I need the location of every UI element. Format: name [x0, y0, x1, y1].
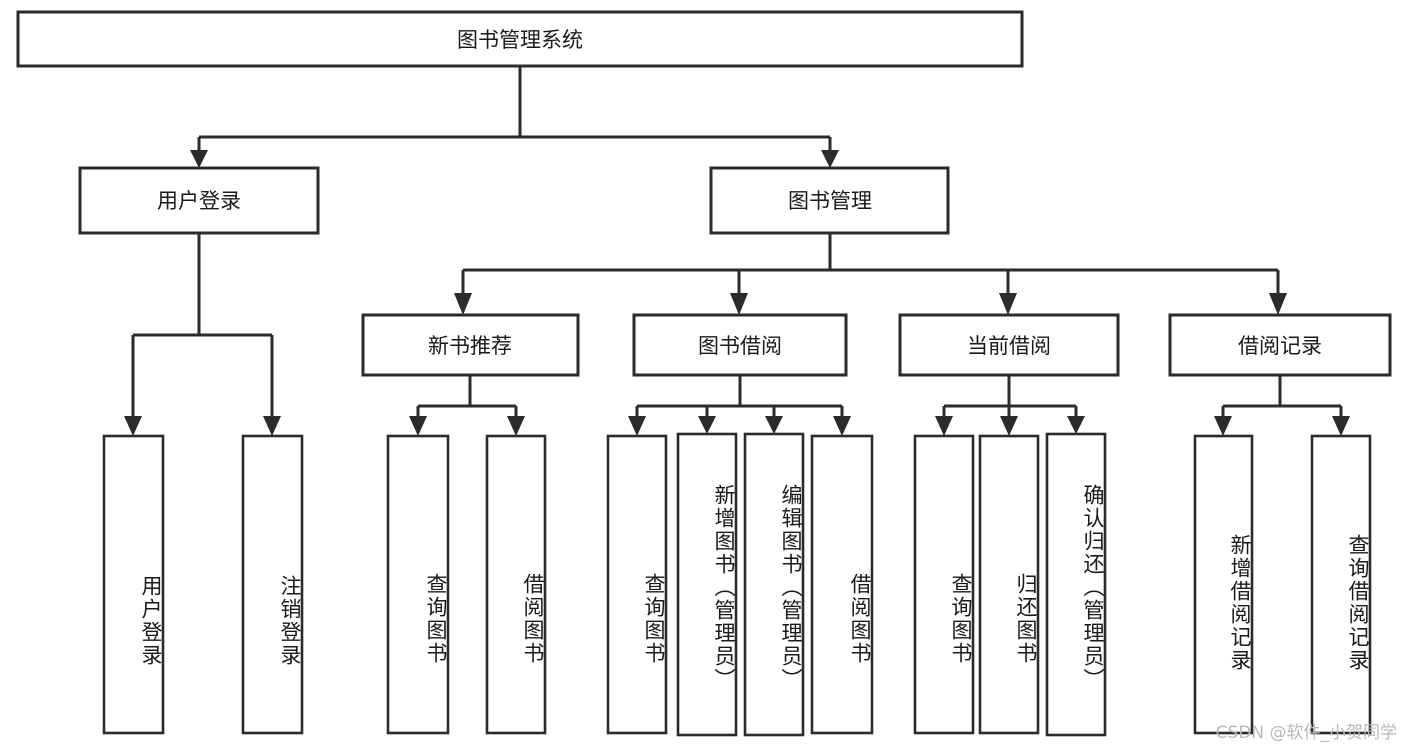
arrow-cb-leaf-3 [1067, 416, 1085, 434]
arrow-nbr-leaf-1 [409, 416, 427, 436]
arrow-br-leaf-1 [1214, 416, 1232, 436]
node-current-borrow-box[interactable] [898, 313, 1120, 377]
arrow-root-to-user-login [190, 150, 208, 168]
leaf-box-return-book[interactable] [978, 434, 1040, 735]
node-current-borrow[interactable]: 当前借阅 [898, 313, 1120, 377]
arrow-bb-leaf-3 [765, 416, 783, 434]
node-new-book-recommend-box[interactable] [361, 313, 580, 377]
connector-group-new-book-recommend [409, 375, 525, 436]
arrow-bm-to-book-borrow [730, 293, 748, 315]
arrow-bb-leaf-4 [833, 416, 851, 436]
leaf-box-logout-login[interactable] [241, 434, 304, 735]
leaf-boxes [102, 432, 1372, 737]
node-user-login[interactable]: 用户登录 [78, 166, 320, 235]
leaf-box-query-book-borrow[interactable] [606, 434, 668, 735]
connector-group-book-manage [454, 233, 1287, 315]
connector-group-user-login [124, 233, 281, 436]
leaf-box-edit-book-admin[interactable] [743, 432, 805, 737]
node-borrow-record-label: 借阅记录 [1238, 334, 1322, 358]
arrow-cb-leaf-1 [935, 416, 953, 436]
node-borrow-record[interactable]: 借阅记录 [1168, 313, 1392, 377]
arrow-bb-leaf-2 [698, 416, 716, 434]
node-book-manage-box[interactable] [709, 166, 950, 235]
leaf-box-query-book-cur[interactable] [913, 434, 975, 735]
connector-group-book-borrow [628, 375, 851, 436]
leaf-box-user-login[interactable] [102, 434, 165, 735]
leaf-box-add-book-admin[interactable] [676, 432, 738, 737]
node-current-borrow-label: 当前借阅 [967, 334, 1051, 358]
arrow-bm-to-current-borrow [999, 293, 1017, 315]
arrow-nbr-leaf-2 [507, 416, 525, 436]
node-borrow-record-box[interactable] [1168, 313, 1392, 377]
leaf-box-borrow-book-rec[interactable] [485, 434, 547, 735]
connector-group-borrow-record [1214, 375, 1350, 436]
leaf-box-query-borrow-record[interactable] [1310, 434, 1372, 735]
arrow-root-to-book-manage [821, 150, 839, 168]
arrow-br-leaf-2 [1332, 416, 1350, 436]
node-root[interactable]: 图书管理系统 [16, 10, 1024, 68]
csdn-watermark: CSDN @软件_小贺同学 [1215, 723, 1397, 743]
connector-group-root [190, 66, 839, 168]
node-new-book-recommend-label: 新书推荐 [428, 334, 512, 358]
arrow-bm-to-borrow-record [1269, 293, 1287, 315]
node-new-book-recommend[interactable]: 新书推荐 [361, 313, 580, 377]
arrow-bb-leaf-1 [628, 416, 646, 436]
arrow-bm-to-new-book-recommend [454, 293, 472, 315]
arrow-user-login-leaf-2 [263, 416, 281, 436]
node-user-login-label: 用户登录 [157, 189, 241, 213]
leaf-box-borrow-book[interactable] [810, 434, 874, 735]
connector-group-current-borrow [935, 375, 1085, 436]
arrow-user-login-leaf-1 [124, 416, 142, 436]
node-book-manage[interactable]: 图书管理 [709, 166, 950, 235]
arrow-cb-leaf-2 [1000, 416, 1018, 436]
node-book-borrow-label: 图书借阅 [698, 334, 782, 358]
node-book-manage-label: 图书管理 [788, 189, 872, 213]
node-user-login-box[interactable] [78, 166, 320, 235]
leaf-box-query-book-rec[interactable] [386, 434, 450, 735]
leaf-box-confirm-return-admin[interactable] [1045, 432, 1107, 737]
node-root-box[interactable] [16, 10, 1024, 68]
node-root-label: 图书管理系统 [457, 28, 583, 52]
node-book-borrow[interactable]: 图书借阅 [632, 313, 848, 377]
node-book-borrow-box[interactable] [632, 313, 848, 377]
leaf-box-add-borrow-record[interactable] [1193, 434, 1254, 735]
